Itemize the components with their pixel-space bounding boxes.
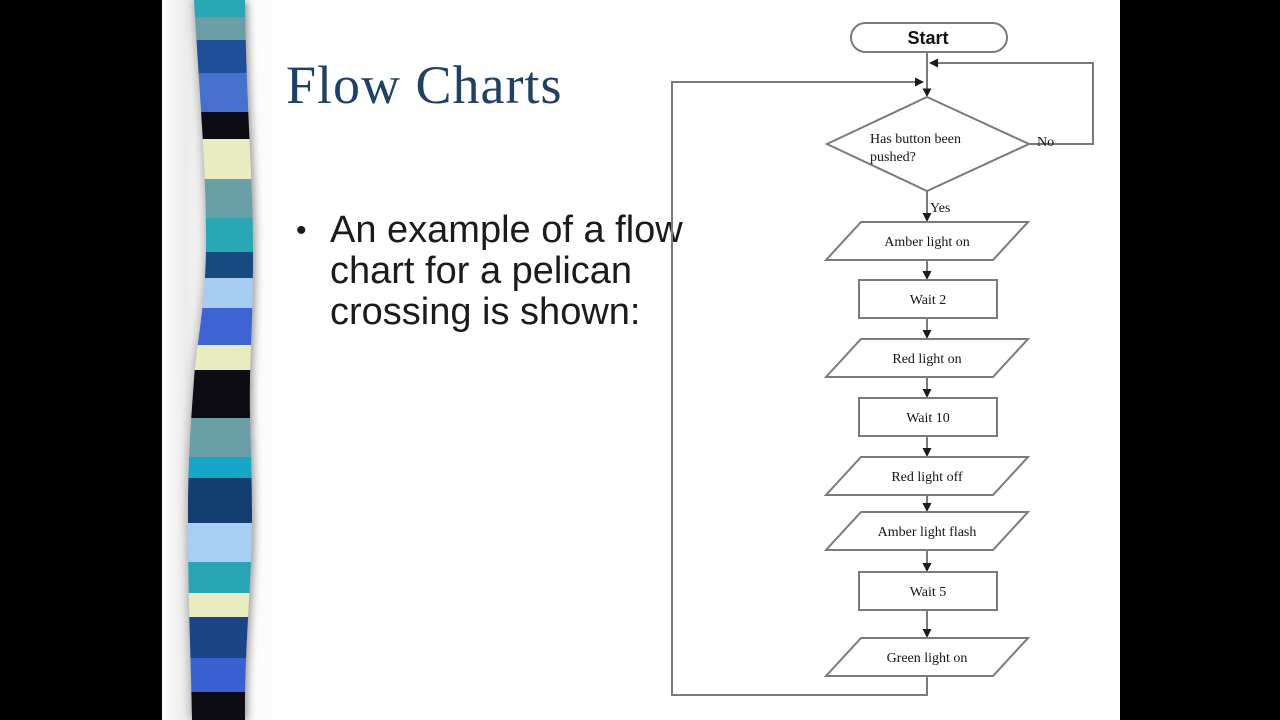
ribbon-band	[188, 40, 253, 73]
ribbon-band	[188, 179, 253, 218]
ribbon-band	[188, 562, 253, 593]
ribbon-band	[188, 73, 253, 112]
decorative-ribbon	[188, 0, 253, 720]
ribbon-band	[188, 252, 253, 278]
ribbon-band	[188, 17, 253, 40]
bullet-marker: •	[296, 214, 307, 247]
bullet-text: An example of a flow chart for a pelican…	[330, 210, 683, 333]
bullet-line-3: crossing is shown:	[330, 291, 641, 333]
ribbon-band	[188, 345, 253, 370]
ribbon-band	[188, 593, 253, 617]
ribbon-band	[188, 418, 253, 457]
ribbon-band	[188, 692, 253, 720]
bullet-line-1: An example of a flow	[330, 209, 683, 251]
ribbon-band	[188, 478, 253, 523]
letterbox-right	[1120, 0, 1280, 720]
ribbon-band	[188, 658, 253, 692]
ribbon-band	[188, 308, 253, 345]
ribbon-band	[188, 218, 253, 252]
bullet-paragraph: • An example of a flow chart for a pelic…	[296, 210, 683, 333]
letterbox-left	[0, 0, 162, 720]
ribbon-band	[188, 523, 253, 562]
ribbon-band	[188, 370, 253, 418]
ribbon-band	[188, 278, 253, 308]
ribbon-band	[188, 112, 253, 139]
page-title: Flow Charts	[286, 55, 563, 115]
ribbon-band	[188, 617, 253, 658]
ribbon-band	[188, 0, 253, 17]
bullet-line-2: chart for a pelican	[330, 250, 633, 292]
ribbon-color-bands	[188, 0, 253, 720]
ribbon-band	[188, 139, 253, 179]
ribbon-band	[188, 457, 253, 478]
